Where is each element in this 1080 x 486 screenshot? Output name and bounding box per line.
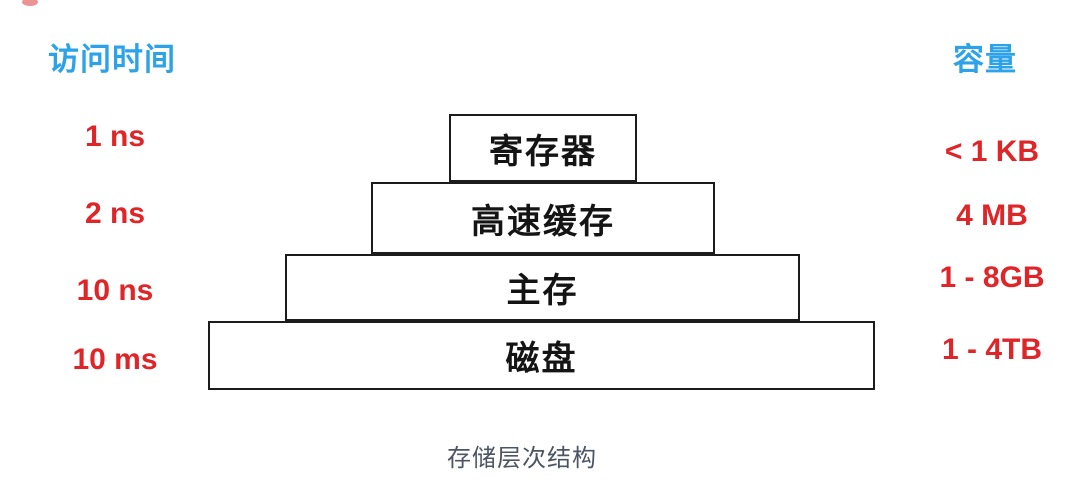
capacity-header: 容量 <box>953 42 1017 77</box>
capacity-value-main-memory: 1 - 8GB <box>939 261 1045 294</box>
level-box-cache: 高速缓存 <box>371 182 715 254</box>
access-time-value-main-memory: 10 ns <box>76 274 154 307</box>
access-time-value-cache: 2 ns <box>84 197 146 230</box>
capacity-value-disk: 1 - 4TB <box>941 333 1043 366</box>
level-box-main-memory: 主存 <box>285 254 800 321</box>
access-time-value-register: 1 ns <box>84 120 146 153</box>
capacity-value-register: < 1 KB <box>944 135 1040 168</box>
level-box-register: 寄存器 <box>449 114 637 182</box>
capacity-value-cache: 4 MB <box>956 199 1028 232</box>
corner-artifact <box>22 0 38 6</box>
diagram-caption: 存储层次结构 <box>447 445 597 472</box>
level-box-disk: 磁盘 <box>208 321 875 390</box>
access-time-value-disk: 10 ms <box>72 343 158 376</box>
access-time-header: 访问时间 <box>48 42 176 77</box>
